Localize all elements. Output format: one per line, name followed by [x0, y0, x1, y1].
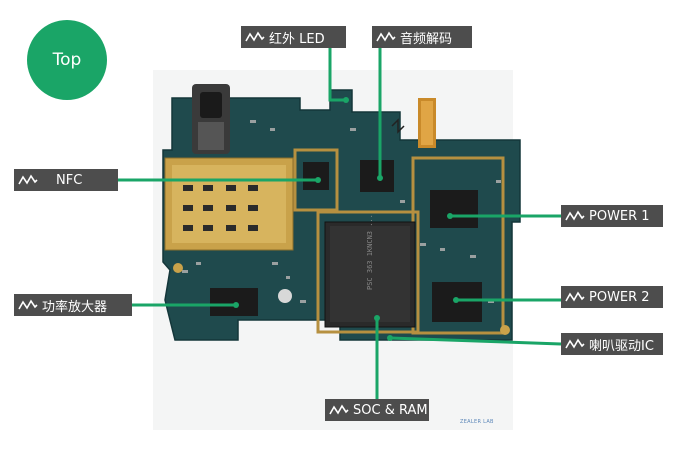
- top-badge-label: Top: [52, 50, 82, 70]
- leader-endpoints: [233, 97, 459, 341]
- power1-chip: [430, 190, 478, 228]
- label-power-amp-text: 功率放大器: [42, 299, 108, 315]
- wave-icon: [329, 404, 349, 415]
- power-amp-chip: [210, 288, 258, 316]
- headphone-jack-hole: [200, 92, 222, 118]
- label-speaker-ic-text: 喇叭驱动IC: [589, 338, 654, 354]
- label-power2: POWER 2: [561, 286, 663, 308]
- watermark: ZEALER LAB: [460, 419, 494, 425]
- wave-icon: [565, 291, 585, 302]
- wave-icon: [18, 299, 38, 310]
- label-nfc-text: NFC: [56, 172, 83, 188]
- leader-ir-led: [328, 48, 346, 102]
- nfc-chip: [303, 162, 329, 190]
- label-power2-text: POWER 2: [589, 289, 650, 305]
- label-ir-led: 红外 LED: [241, 26, 346, 48]
- label-soc-ram-text: SOC & RAM: [353, 402, 428, 418]
- flex-connector-pins: [421, 101, 433, 145]
- label-soc-ram: SOC & RAM: [325, 399, 429, 421]
- mount-pad: [173, 263, 183, 273]
- label-audio-codec-text: 音频解码: [400, 31, 453, 47]
- soc-chip-face: [330, 226, 410, 322]
- label-power1: POWER 1: [561, 205, 663, 227]
- headphone-jack-body: [198, 122, 224, 150]
- label-power1-text: POWER 1: [589, 208, 650, 224]
- wave-icon: [565, 210, 585, 221]
- top-badge: Top: [27, 20, 107, 100]
- wave-icon: [18, 174, 38, 185]
- sim-tray-inner: [172, 165, 286, 243]
- wave-icon: [376, 31, 396, 42]
- wave-icon: [565, 338, 585, 349]
- soc-marking: PSC 363 1KNCN3 ...: [366, 214, 374, 290]
- mount-pad-2: [500, 325, 510, 335]
- leader-speaker-ic: [389, 336, 562, 346]
- sim-contacts: [183, 185, 258, 231]
- wave-icon: [245, 31, 265, 42]
- screw-hole: [278, 289, 292, 303]
- audio-codec-chip: [360, 160, 394, 192]
- label-power-amp: 功率放大器: [14, 294, 132, 316]
- label-nfc: NFC: [14, 169, 118, 191]
- label-audio-codec: 音频解码: [372, 26, 472, 48]
- leader-lines: [118, 48, 562, 399]
- label-speaker-ic: 喇叭驱动IC: [561, 333, 663, 355]
- zigzag-mark: [391, 118, 405, 134]
- label-ir-led-text: 红外 LED: [269, 31, 325, 47]
